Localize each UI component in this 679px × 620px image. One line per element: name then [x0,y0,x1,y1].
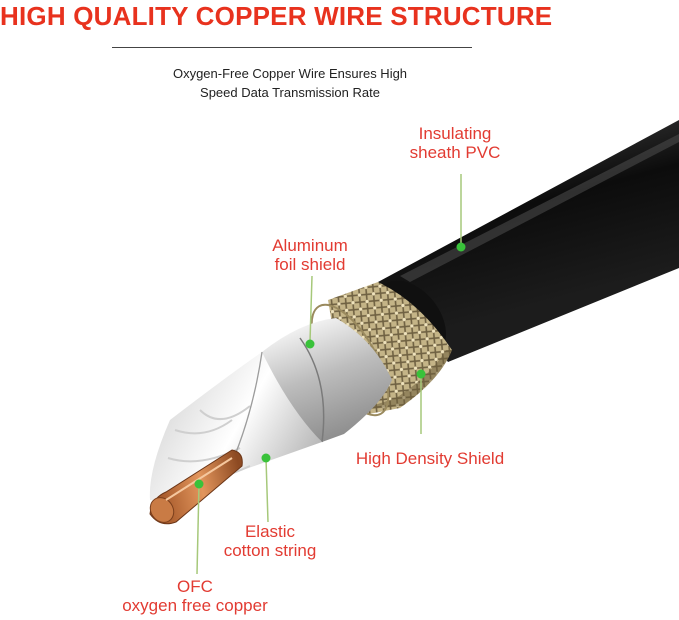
label-high-density-shield: High Density Shield [355,449,505,468]
copper-core-highlight [165,457,233,501]
title-divider [112,47,472,48]
leader-ofc [196,483,200,575]
subtitle-line-1: Oxygen-Free Copper Wire Ensures High [172,66,408,81]
cotton-filler [149,352,322,500]
label-ofc-line-2: oxygen free copper [122,596,268,615]
page-title: HIGH QUALITY COPPER WIRE STRUCTURE [0,1,553,31]
leader-aluminum [309,275,313,343]
label-ofc: OFC oxygen free copper [105,577,285,615]
dot-high-density [416,369,426,379]
subtitle: Oxygen-Free Copper Wire Ensures High Spe… [130,64,450,102]
dot-elastic [261,453,271,463]
aluminum-foil-edge [299,337,325,443]
dot-insulating [456,242,466,252]
label-elastic-line-1: Elastic [244,522,296,541]
label-aluminum-line-2: foil shield [274,255,346,274]
label-aluminum-foil: Aluminum foil shield [250,236,370,274]
dot-aluminum [305,339,315,349]
braided-shield-shade [360,350,452,410]
label-insulating-line-1: Insulating [418,124,492,143]
subtitle-line-2: Speed Data Transmission Rate [200,85,380,100]
leader-lines [196,174,462,575]
label-ofc-line-1: OFC [177,577,213,596]
label-elastic-line-2: cotton string [223,541,317,560]
cotton-filler-streaks [167,405,251,486]
marker-dots [194,242,466,489]
label-insulating-line-2: sheath PVC [409,143,501,162]
dot-ofc [194,479,204,489]
label-aluminum-line-1: Aluminum [272,236,348,255]
label-insulating-sheath: Insulating sheath PVC [400,124,510,162]
pvc-sheath-highlight [400,134,679,282]
copper-core-tip [149,497,175,523]
leader-elastic [265,457,269,523]
label-elastic-cotton: Elastic cotton string [205,522,335,560]
